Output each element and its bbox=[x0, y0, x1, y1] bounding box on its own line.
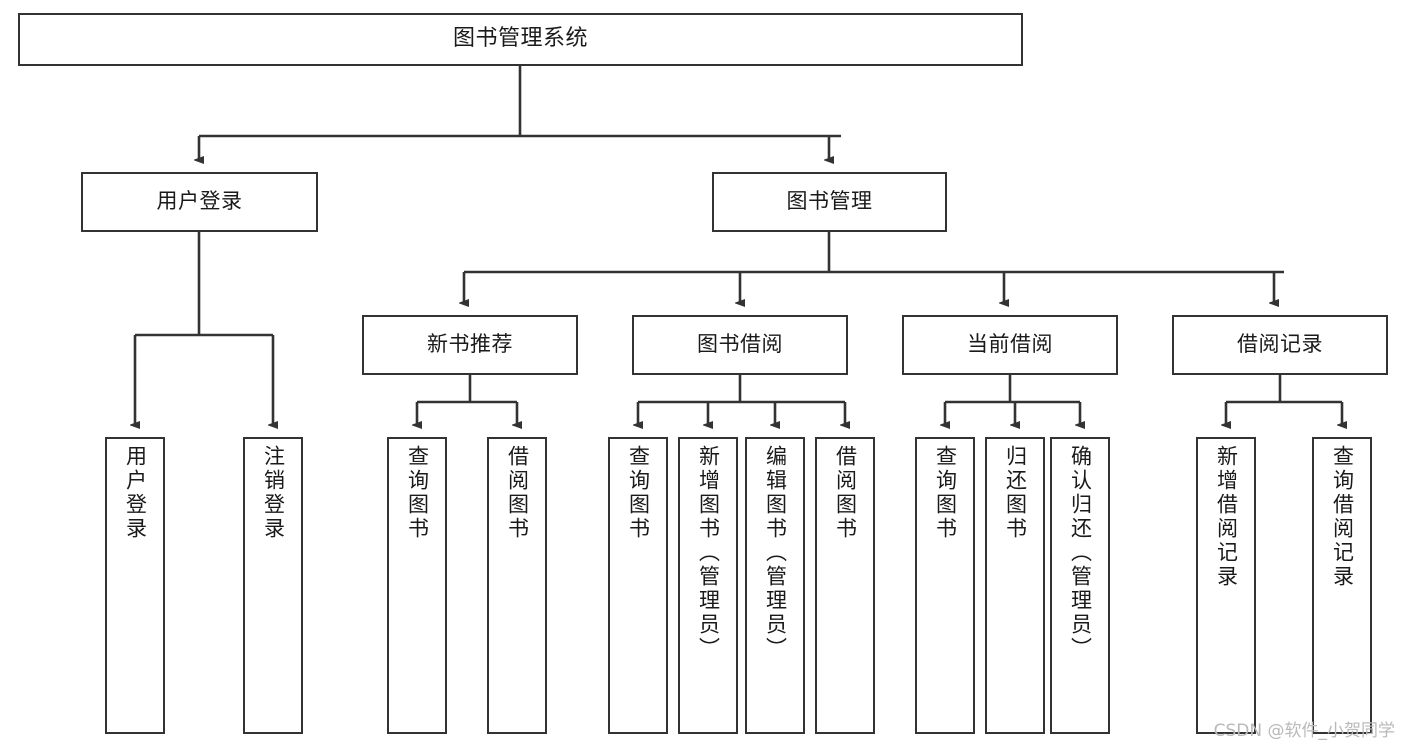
node-label: 确认归还（管理员） bbox=[1068, 445, 1093, 661]
leaf-logout[interactable]: 注销登录 bbox=[243, 437, 303, 734]
node-label: 新增图书（管理员） bbox=[696, 445, 721, 661]
node-label: 当前借阅 bbox=[967, 332, 1053, 357]
csdn-watermark: CSDN @软件_小贺同学 bbox=[1213, 721, 1395, 741]
leaf-user-login[interactable]: 用户登录 bbox=[105, 437, 165, 734]
node-label: 借阅图书 bbox=[833, 445, 858, 541]
node-user-login[interactable]: 用户登录 bbox=[81, 172, 318, 232]
leaf-record-query-borrow-record[interactable]: 查询借阅记录 bbox=[1312, 437, 1372, 734]
node-label: 编辑图书（管理员） bbox=[763, 445, 788, 661]
node-label: 查询借阅记录 bbox=[1330, 445, 1355, 589]
node-label: 用户登录 bbox=[156, 189, 243, 214]
node-label: 借阅记录 bbox=[1237, 332, 1323, 357]
node-label: 查询图书 bbox=[405, 445, 430, 541]
node-label: 注销登录 bbox=[261, 445, 286, 541]
node-current-borrow[interactable]: 当前借阅 bbox=[902, 315, 1118, 375]
node-label: 图书借阅 bbox=[697, 332, 783, 357]
leaf-new-book-query-book[interactable]: 查询图书 bbox=[387, 437, 447, 734]
node-root-book-management-system[interactable]: 图书管理系统 bbox=[18, 13, 1023, 66]
leaf-new-book-borrow-book[interactable]: 借阅图书 bbox=[487, 437, 547, 734]
node-label: 图书管理 bbox=[786, 189, 873, 214]
leaf-current-query-book[interactable]: 查询图书 bbox=[915, 437, 975, 734]
leaf-borrow-edit-book-admin[interactable]: 编辑图书（管理员） bbox=[745, 437, 805, 734]
node-borrow-record[interactable]: 借阅记录 bbox=[1172, 315, 1388, 375]
node-label: 新书推荐 bbox=[427, 332, 513, 357]
node-book-management[interactable]: 图书管理 bbox=[712, 172, 947, 232]
leaf-borrow-add-book-admin[interactable]: 新增图书（管理员） bbox=[678, 437, 738, 734]
node-label: 用户登录 bbox=[123, 445, 148, 541]
node-label: 归还图书 bbox=[1003, 445, 1028, 541]
leaf-current-return-book[interactable]: 归还图书 bbox=[985, 437, 1045, 734]
leaf-borrow-query-book[interactable]: 查询图书 bbox=[608, 437, 668, 734]
node-label: 新增借阅记录 bbox=[1214, 445, 1239, 589]
node-new-book-recommend[interactable]: 新书推荐 bbox=[362, 315, 578, 375]
node-label: 借阅图书 bbox=[505, 445, 530, 541]
node-book-borrow[interactable]: 图书借阅 bbox=[632, 315, 848, 375]
node-label: 查询图书 bbox=[933, 445, 958, 541]
leaf-borrow-borrow-book[interactable]: 借阅图书 bbox=[815, 437, 875, 734]
node-label: 查询图书 bbox=[626, 445, 651, 541]
leaf-record-add-borrow-record[interactable]: 新增借阅记录 bbox=[1196, 437, 1256, 734]
node-label: 图书管理系统 bbox=[452, 26, 588, 52]
leaf-current-confirm-return-admin[interactable]: 确认归还（管理员） bbox=[1050, 437, 1110, 734]
